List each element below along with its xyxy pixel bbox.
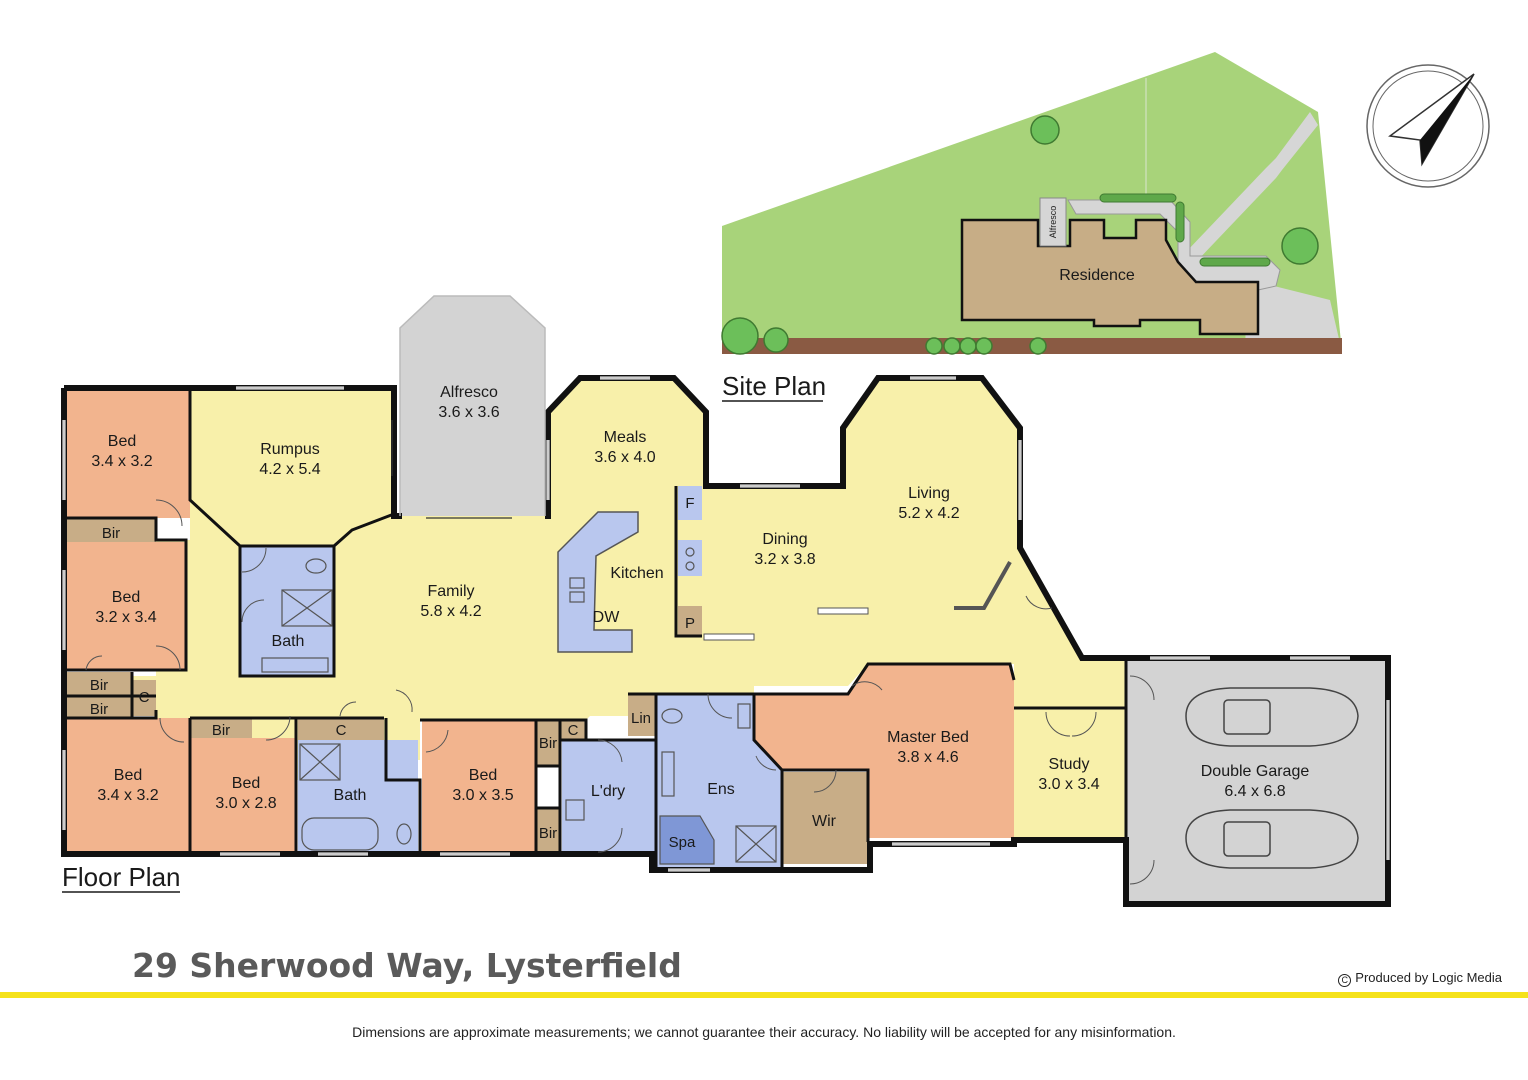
label-laundry: L'dry [591, 783, 625, 800]
room-bir-3 [66, 696, 132, 718]
site-plan: Alfresco Residence Site Plan [721, 52, 1342, 402]
label-family-size: 5.8 x 4.2 [420, 603, 481, 620]
floor-plan: Bed 3.4 x 3.2 Rumpus 4.2 x 5.4 Alfresco … [61, 295, 1391, 907]
label-lin: Lin [631, 710, 651, 727]
site-plan-title: Site Plan [722, 371, 826, 401]
label-meals: Meals [604, 429, 647, 446]
room-c-3 [560, 720, 586, 740]
label-dining: Dining [762, 531, 807, 548]
label-bir-3: Bir [90, 701, 108, 718]
label-bed-5-size: 3.0 x 3.5 [452, 787, 513, 804]
room-bir-6 [536, 808, 560, 852]
room-bir-2 [66, 672, 132, 696]
car-icon [1185, 687, 1359, 869]
label-c-3: C [568, 722, 579, 739]
site-driveway [1246, 282, 1342, 352]
room-bed-2 [66, 542, 186, 670]
label-alfresco: Alfresco [440, 384, 498, 401]
label-bath-1: Bath [272, 633, 305, 650]
label-master-bed-size: 3.8 x 4.6 [897, 749, 958, 766]
room-lin [628, 694, 656, 736]
room-bir-4 [190, 718, 252, 738]
room-master-bed [754, 664, 1014, 838]
label-study: Study [1049, 756, 1090, 773]
room-bed-5 [422, 720, 536, 852]
accent-divider [0, 992, 1528, 998]
label-bir-5: Bir [539, 735, 557, 752]
label-dw: DW [593, 609, 621, 626]
site-hedges [1099, 193, 1271, 267]
room-laundry [562, 740, 656, 852]
label-double-garage: Double Garage [1201, 763, 1310, 780]
room-bed-3 [66, 718, 190, 852]
label-ensuite: Ens [707, 781, 735, 798]
room-bath-1 [240, 546, 334, 676]
label-master-bed: Master Bed [887, 729, 969, 746]
bath-fixtures [261, 547, 777, 865]
label-living-size: 5.2 x 4.2 [898, 505, 959, 522]
label-bir-4: Bir [212, 722, 230, 739]
label-bir-6: Bir [539, 825, 557, 842]
label-bed-5: Bed [469, 767, 497, 784]
label-rumpus: Rumpus [260, 441, 320, 458]
room-pantry [678, 606, 702, 636]
label-bed-1: Bed [108, 433, 136, 450]
disclaimer: Dimensions are approximate measurements;… [352, 1024, 1176, 1040]
room-double-garage [1126, 658, 1388, 904]
room-bir-5 [536, 720, 560, 766]
site-residence-label: Residence [1059, 267, 1135, 284]
windows [62, 376, 1390, 872]
label-wir: Wir [812, 813, 837, 830]
label-bir-1: Bir [102, 525, 120, 542]
label-rumpus-size: 4.2 x 5.4 [259, 461, 320, 478]
credit-text: Produced by Logic Media [1355, 970, 1502, 985]
room-fridge [678, 486, 702, 520]
label-bath-2: Bath [334, 787, 367, 804]
label-alfresco-size: 3.6 x 3.6 [438, 404, 499, 421]
label-dining-size: 3.2 x 3.8 [754, 551, 815, 568]
label-spa: Spa [669, 834, 696, 851]
label-c-1: C [139, 689, 150, 706]
room-c-1 [132, 680, 156, 716]
label-bed-3: Bed [114, 767, 142, 784]
label-family: Family [427, 583, 474, 600]
label-bed-3-size: 3.4 x 3.2 [97, 787, 158, 804]
copyright-icon: C [1338, 974, 1352, 987]
site-alfresco [1039, 197, 1067, 247]
room-wir [782, 772, 868, 864]
label-pantry: P [685, 615, 695, 632]
interior-walls [66, 390, 1128, 868]
site-path [1186, 112, 1318, 262]
label-bed-2: Bed [112, 589, 140, 606]
north-arrow-icon [1366, 64, 1490, 188]
floor-plan-title: Floor Plan [62, 862, 181, 892]
label-study-size: 3.0 x 3.4 [1038, 776, 1099, 793]
room-bed-4 [190, 738, 296, 852]
label-bir-2: Bir [90, 677, 108, 694]
site-residence [960, 218, 1260, 336]
label-c-2: C [336, 722, 347, 739]
label-meals-size: 3.6 x 4.0 [594, 449, 655, 466]
label-bed-2-size: 3.2 x 3.4 [95, 609, 156, 626]
kitchen-island [557, 511, 639, 653]
label-double-garage-size: 6.4 x 6.8 [1224, 783, 1285, 800]
label-living: Living [908, 485, 950, 502]
door-swings [85, 499, 1155, 885]
room-c-2 [298, 718, 384, 740]
label-bed-4: Bed [232, 775, 260, 792]
label-bed-4-size: 3.0 x 2.8 [215, 795, 276, 812]
room-bath-2 [298, 740, 418, 852]
room-bed-1 [66, 390, 190, 518]
room-alfresco [400, 296, 545, 516]
property-address: 29 Sherwood Way, Lysterfield [132, 946, 682, 985]
label-bed-1-size: 3.4 x 3.2 [91, 453, 152, 470]
label-kitchen: Kitchen [610, 565, 663, 582]
site-alfresco-label: Alfresco [1048, 206, 1058, 239]
site-trees [721, 115, 1319, 355]
room-bir-1 [66, 518, 156, 542]
label-fridge: F [685, 495, 694, 512]
